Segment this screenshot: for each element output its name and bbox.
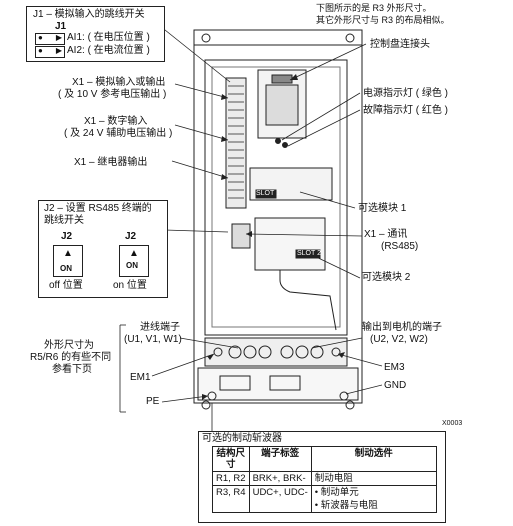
- power-terminal-block: [204, 337, 348, 367]
- option-module-2-slot: [254, 217, 326, 271]
- play-triangle-icon: ▶: [55, 33, 62, 42]
- label-em1: EM1: [130, 372, 151, 383]
- j2-box: J2 – 设置 RS485 终端的 跳线开关 J2 J2 ▲ ON ▲ ON o…: [38, 200, 168, 298]
- table-cell: R1, R2: [212, 471, 250, 486]
- drive-housing: [193, 29, 363, 404]
- label-fault-led: 故障指示灯 ( 红色 ): [363, 105, 448, 116]
- j2-left-label: J2: [61, 231, 73, 242]
- triangle-up-icon: ▲: [129, 248, 139, 259]
- label-motor-terminals-line2: (U2, V2, W2): [370, 334, 428, 345]
- j2-on-jumper: ▲ ON: [119, 245, 149, 277]
- em3-screw: [331, 347, 341, 357]
- em1-screw: [213, 347, 223, 357]
- play-triangle-icon: ▶: [55, 46, 62, 55]
- table-header-cell: 制动选件: [310, 446, 437, 472]
- label-input-terminals-line1: 进线端子: [140, 322, 180, 333]
- label-power-led: 电源指示灯 ( 绿色 ): [363, 88, 448, 99]
- input-terminal-u1: [228, 345, 242, 359]
- table-header-row: 结构尺寸 端子标签 制动选件: [212, 446, 437, 472]
- table-cell: 制动电阻: [310, 471, 437, 486]
- table-cell: UDC+, UDC-: [248, 485, 312, 499]
- output-terminal-u2: [280, 345, 294, 359]
- j2-title-line1: J2 – 设置 RS485 终端的: [44, 203, 152, 214]
- x1-terminal-strip: [225, 77, 247, 209]
- j2-right-label: J2: [125, 231, 137, 242]
- output-terminal-w2: [310, 345, 324, 359]
- slot2-code: SLOT 2: [297, 250, 321, 257]
- table-cell: • 制动单元: [310, 485, 437, 499]
- clamp-plate: [197, 367, 359, 401]
- label-x1-comm-line2: (RS485): [381, 241, 419, 252]
- fault-led: [282, 142, 288, 148]
- j1-ai1-jumper: ● ▶: [35, 33, 65, 45]
- mount-hole-top-right: [345, 33, 355, 43]
- label-x1-analog-line2: ( 及 10 V 参考电压输出 ): [58, 89, 167, 100]
- jumper-dot-icon: ●: [38, 33, 43, 42]
- input-terminal-w1: [258, 345, 272, 359]
- table-header-cell: 结构尺寸: [212, 446, 250, 472]
- brake-table-caption: 可选的制动斩波器: [202, 433, 282, 444]
- output-terminal-v2: [295, 345, 309, 359]
- label-option-module-1: 可选模块 1: [358, 203, 407, 214]
- j1-label: J1: [55, 21, 67, 32]
- label-frame-note-line1: 外形尺寸为: [44, 340, 94, 351]
- j2-on-position: on 位置: [113, 280, 147, 291]
- table-cell: R3, R4: [212, 485, 250, 499]
- table-row: R3, R4 UDC+, UDC- • 制动单元: [212, 485, 437, 499]
- label-x1-analog-line1: X1 – 模拟输入或输出: [72, 77, 166, 88]
- j1-title: J1 – 模拟输入的跳线开关: [33, 9, 145, 20]
- mount-hole-top-left: [201, 33, 211, 43]
- table-header-cell: 端子标签: [248, 446, 312, 472]
- table-row: R1, R2 BRK+, BRK- 制动电阻: [212, 471, 437, 486]
- j2-off-on-text: ON: [60, 264, 72, 273]
- j2-off-position: off 位置: [49, 280, 83, 291]
- table-row: • 斩波器与电阻: [212, 499, 437, 513]
- slot1-code: SLOT 1: [256, 190, 280, 197]
- jumper-dot-icon: ●: [38, 46, 43, 55]
- power-led: [275, 138, 281, 144]
- label-x1-comm-line1: X1 – 通讯: [364, 229, 408, 240]
- table-cell: BRK+, BRK-: [248, 471, 312, 486]
- label-x1-relay: X1 – 继电器输出: [74, 157, 148, 168]
- label-frame-note-line3: 参看下页: [52, 364, 92, 375]
- brake-table: 结构尺寸 端子标签 制动选件 R1, R2 BRK+, BRK- 制动电阻 R3…: [212, 446, 437, 513]
- table-cell: • 斩波器与电阻: [310, 499, 437, 513]
- label-input-terminals-line2: (U1, V1, W1): [124, 334, 182, 345]
- header-note-line-2: 其它外形尺寸与 R3 的布局相似。: [316, 15, 450, 25]
- j2-on-on-text: ON: [126, 261, 138, 270]
- label-x1-digital-line2: ( 及 24 V 辅助电压输出 ): [64, 128, 173, 139]
- j1-ai1-text: AI1: ( 在电压位置 ): [67, 32, 150, 43]
- leader-lines: [119, 25, 383, 432]
- gnd-screw: [339, 391, 349, 401]
- label-pe: PE: [146, 396, 160, 407]
- j1-ai2-jumper: ● ▶: [35, 46, 65, 58]
- label-motor-terminals-line1: 输出到电机的端子: [362, 322, 442, 333]
- figure-code: X0003: [442, 420, 463, 427]
- label-panel-connector: 控制盘连接头: [370, 39, 430, 50]
- j2-title-line2: 跳线开关: [44, 215, 84, 226]
- label-x1-digital-line1: X1 – 数字输入: [84, 116, 148, 127]
- j2-off-jumper: ▲ ON: [53, 245, 83, 277]
- mount-hole-bottom-right: [345, 400, 355, 410]
- header-note-line-1: 下图所示的是 R3 外形尺寸。: [316, 3, 432, 13]
- j1-ai2-text: AI2: ( 在电流位置 ): [67, 45, 150, 56]
- table-cell: [212, 499, 250, 513]
- input-terminal-v1: [243, 345, 257, 359]
- mount-hole-bottom-left: [201, 400, 211, 410]
- j1-box: J1 – 模拟输入的跳线开关 J1 ● ▶ AI1: ( 在电压位置 ) ● ▶…: [26, 6, 165, 62]
- triangle-up-icon: ▲: [63, 248, 73, 259]
- control-board: [204, 59, 348, 336]
- label-gnd: GND: [384, 380, 407, 391]
- table-cell: [248, 499, 312, 513]
- label-frame-note-line2: R5/R6 的有些不同: [30, 352, 112, 363]
- label-option-module-2: 可选模块 2: [362, 272, 411, 283]
- label-em3: EM3: [384, 362, 405, 373]
